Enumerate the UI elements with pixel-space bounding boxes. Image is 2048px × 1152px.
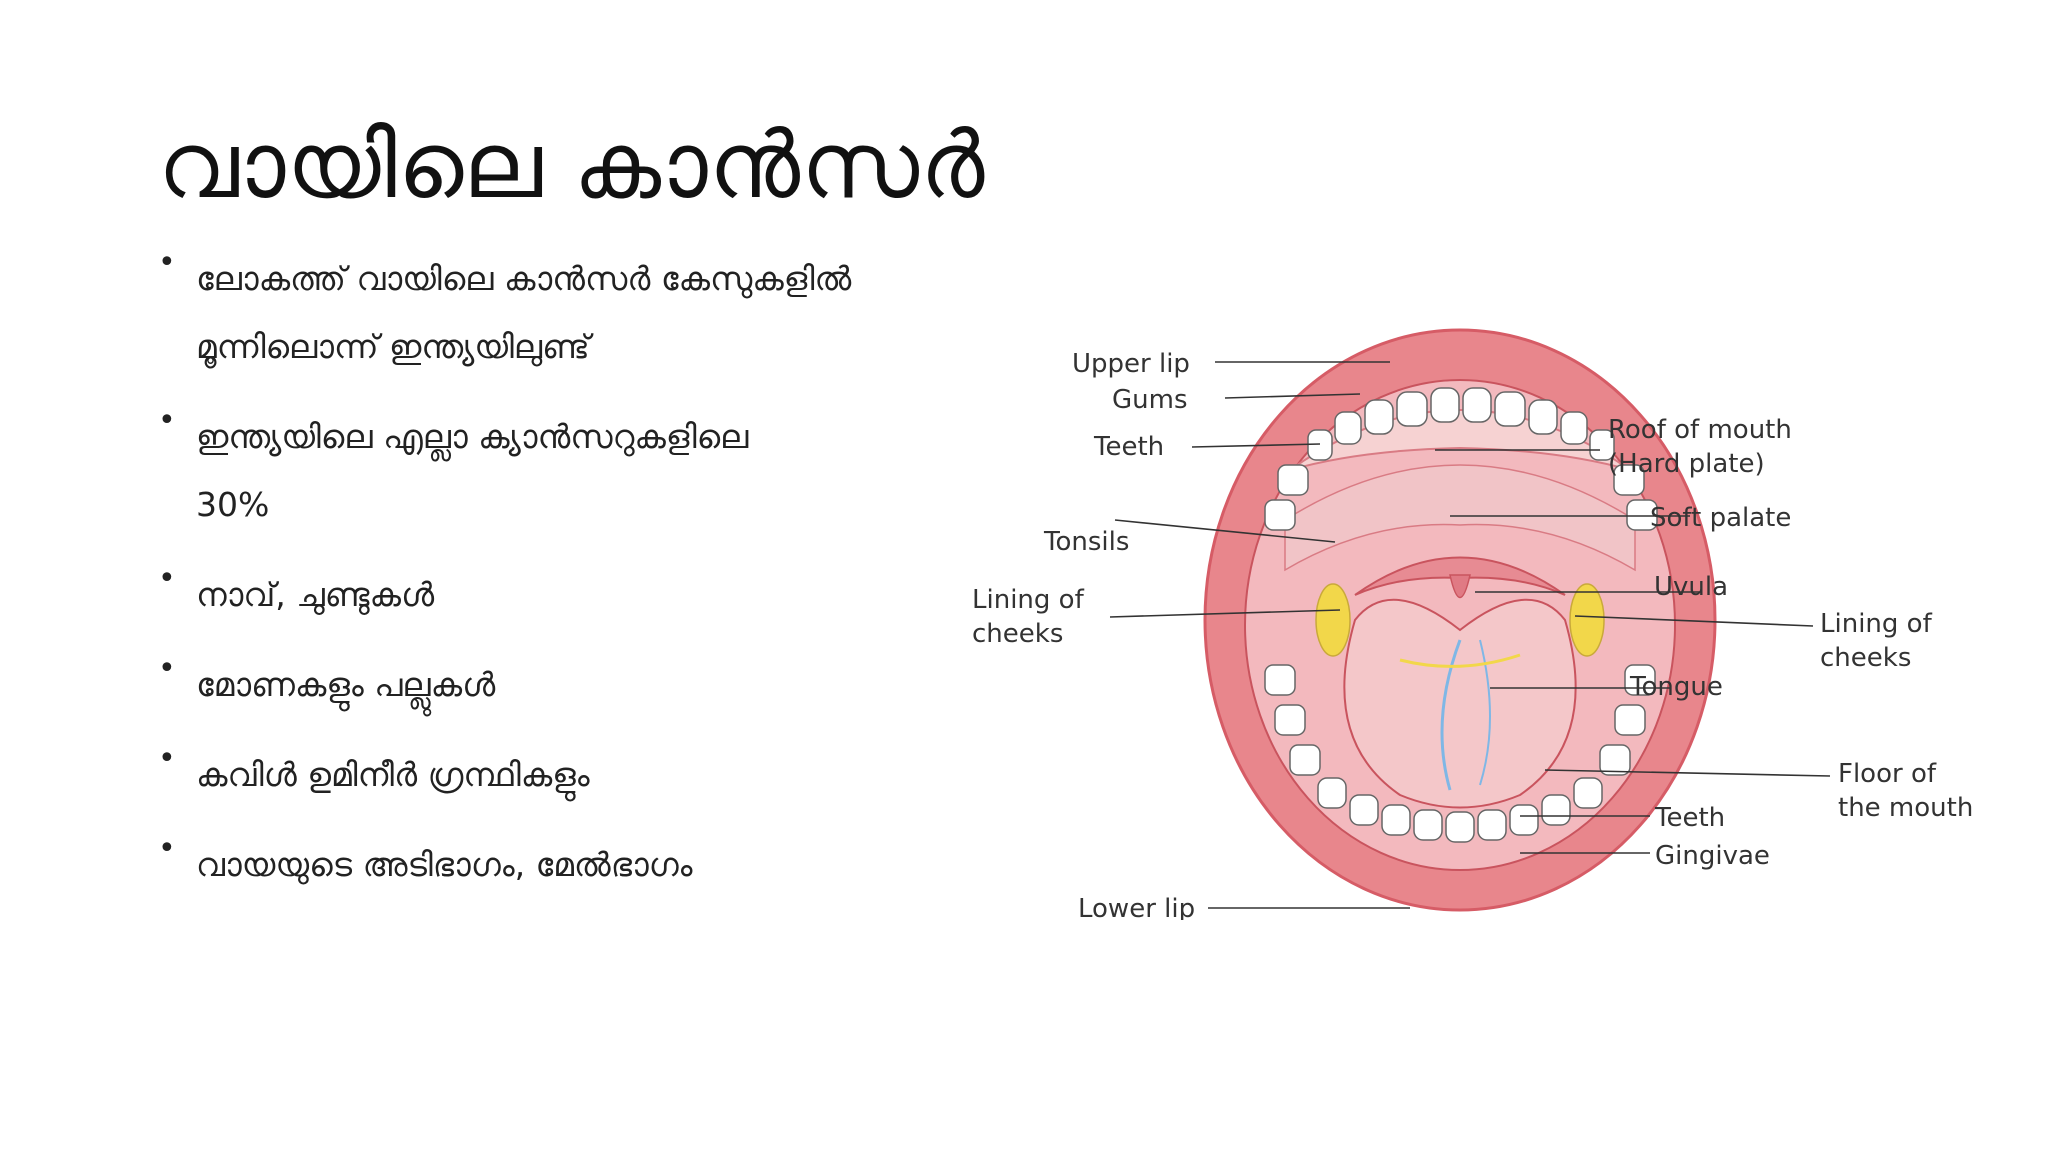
tonsil-left: [1315, 583, 1351, 657]
bullet-list: ലോകത്ത് വായിലെ കാൻസർ കേസുകളിൽ മൂന്നിലൊന്…: [158, 245, 1018, 899]
label-soft-palate: Soft palate: [1650, 503, 1791, 533]
bullet-text: 30%: [196, 485, 270, 524]
label-uvula: Uvula: [1654, 572, 1728, 602]
mouth-anatomy-diagram: Upper lip Gums Teeth Tonsils Lining of c…: [972, 328, 1973, 920]
tongue-highlight: [1399, 653, 1521, 668]
label-roof-2: (Hard plate): [1608, 449, 1765, 479]
tongue-vein: [1479, 639, 1491, 786]
bullet-text: നാവ്, ചുണ്ടുകൾ: [196, 575, 435, 614]
label-lining-cheeks-right-1: Lining of: [1820, 609, 1933, 639]
bullet-item: ലോകത്ത് വായിലെ കാൻസർ കേസുകളിൽ മൂന്നിലൊന്…: [158, 245, 1018, 381]
label-tonsils: Tonsils: [1043, 527, 1129, 557]
label-teeth-lower: Teeth: [1654, 803, 1725, 833]
soft-palate: [1284, 464, 1636, 572]
label-floor-2: the mouth: [1838, 793, 1973, 823]
tongue-vein: [1440, 639, 1462, 791]
tonsil-right: [1569, 583, 1605, 657]
uvula-shape: [1449, 574, 1471, 598]
label-lining-cheeks-left-1: Lining of: [972, 585, 1085, 615]
label-floor-1: Floor of: [1838, 759, 1937, 789]
bullet-item: കവിൾ ഉമിനീർ ഗ്രന്ഥികളും: [158, 741, 1018, 809]
bullet-text: മോണകളും പല്ലുകൾ: [196, 665, 496, 704]
label-gums: Gums: [1112, 385, 1188, 415]
tongue-shape: [1343, 598, 1577, 809]
slide-title: വായിലെ കാൻസർ: [158, 112, 986, 219]
label-lining-cheeks-right-2: cheeks: [1820, 643, 1911, 673]
bullet-text: വായയുടെ അടിഭാഗം, മേൽഭാഗം: [196, 845, 693, 884]
bullet-text: മൂന്നിലൊന്ന് ഇന്ത്യയിലുണ്ട്: [196, 327, 590, 366]
bullet-text: ഇന്ത്യയിലെ എല്ലാ ക്യാൻസറുകളിലെ: [196, 417, 749, 456]
bullet-item: നാവ്, ചുണ്ടുകൾ: [158, 561, 1018, 629]
label-leaders: [1109, 361, 1831, 909]
upper-teeth: [1264, 387, 1658, 531]
bullet-item: ഇന്ത്യയിലെ എല്ലാ ക്യാൻസറുകളിലെ 30%: [158, 403, 1018, 539]
label-lining-cheeks-left-2: cheeks: [972, 619, 1063, 649]
bullet-item: മോണകളും പല്ലുകൾ: [158, 651, 1018, 719]
label-lower-lip: Lower lip: [1078, 894, 1195, 920]
label-roof-1: Roof of mouth: [1608, 415, 1792, 445]
label-upper-lip: Upper lip: [1072, 349, 1190, 379]
bullet-text: കവിൾ ഉമിനീർ ഗ്രന്ഥികളും: [196, 755, 590, 794]
label-gingivae: Gingivae: [1655, 841, 1770, 871]
bullet-text: ലോകത്ത് വായിലെ കാൻസർ കേസുകളിൽ: [196, 259, 852, 298]
bullet-item: വായയുടെ അടിഭാഗം, മേൽഭാഗം: [158, 831, 1018, 899]
label-teeth-upper: Teeth: [1093, 432, 1164, 462]
label-tongue: Tongue: [1629, 672, 1723, 702]
